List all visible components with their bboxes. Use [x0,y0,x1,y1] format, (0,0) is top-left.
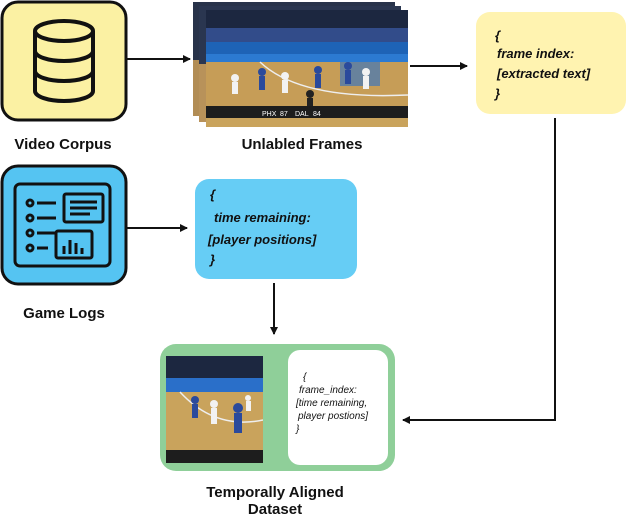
frame-front: PHX 87 DAL 84 [206,10,408,127]
frame-json-line2: frame index: [497,46,574,61]
game-logs-label: Game Logs [23,305,105,322]
arrow-framejson-to-dataset [402,118,556,424]
dataset-label-line1: Temporally Aligned [206,484,344,501]
dataset-frame-image [166,356,263,463]
frame-json-box [476,12,626,114]
dataset-node: { frame_index: [time remaining, player p… [160,344,395,471]
log-json-line1: { [210,187,216,202]
log-json-line3: [player positions] [207,232,317,247]
dataset-json-line5: } [295,424,300,435]
scoreboard-team1: PHX [262,111,277,118]
frame-json-node: { frame index: [extracted text] } [476,12,626,114]
log-json-node: { time remaining: [player positions] } [195,179,357,279]
video-corpus-label: Video Corpus [14,136,111,153]
dataset-json-line3: [time remaining, [295,398,367,409]
frame-json-line1: { [495,28,501,43]
scoreboard-score2: 84 [313,111,321,118]
scoreboard-team2: DAL [295,111,309,118]
dataset-json-line4: player postions] [297,411,368,422]
video-corpus-node [0,0,128,122]
database-icon [33,19,95,103]
log-json-line2: time remaining: [214,210,311,225]
frame-json-line3: [extracted text] [496,66,591,81]
dataset-json-box [288,350,388,465]
game-logs-node [0,164,128,286]
dataset-label-line2: Dataset [248,501,302,516]
scoreboard-score1: 87 [280,111,288,118]
dataset-json-line1: { [303,372,308,383]
unlabeled-frames-label: Unlabled Frames [242,136,363,153]
log-json-line4: } [209,252,215,267]
log-json-box [195,179,357,279]
report-icon [13,182,112,268]
unlabeled-frames-node: PHX 87 DAL 84 [193,2,408,127]
arrows [127,55,556,424]
frame-json-line4: } [494,86,500,101]
dataset-json-line2: frame_index: [299,385,357,396]
